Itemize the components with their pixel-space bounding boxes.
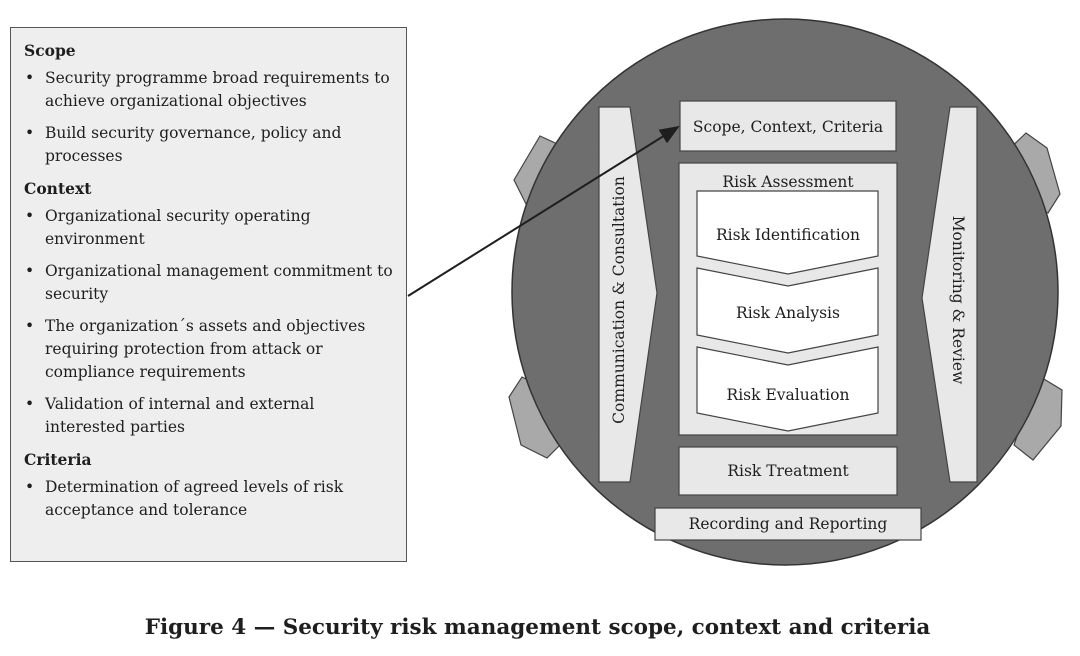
bullet-list: Organizational security operating enviro… (24, 205, 396, 439)
risk-identification-chevron (696, 190, 879, 275)
bullet-list: Security programme broad requirements to… (24, 67, 396, 168)
scope-context-criteria-label: Scope, Context, Criteria (693, 118, 883, 136)
section-heading: Scope (24, 41, 76, 60)
bullet-item: Build security governance, policy and pr… (24, 122, 396, 168)
bullet-item: Security programme broad requirements to… (24, 67, 396, 113)
risk-treatment-box (678, 446, 898, 496)
connector-arrow (407, 125, 680, 297)
risk-treatment-label: Risk Treatment (727, 462, 849, 480)
section-heading: Context (24, 179, 92, 198)
scope-context-criteria-box (679, 100, 897, 152)
risk-assessment-label: Risk Assessment (722, 173, 854, 191)
monitoring-review-band (921, 106, 978, 483)
risk-analysis-chevron (696, 267, 879, 354)
bullet-item: Organizational security operating enviro… (24, 205, 396, 251)
risk-evaluation-label: Risk Evaluation (727, 386, 850, 404)
figure-caption: Figure 4 — Security risk management scop… (144, 615, 931, 640)
bullet-list: Determination of agreed levels of risk a… (24, 476, 396, 522)
risk-management-process-diagram: Communication & Consultation Monitoring … (407, 18, 1063, 566)
bullet-item: Organizational management commitment to … (24, 260, 396, 306)
risk-evaluation-chevron (696, 346, 879, 432)
risk-analysis-label: Risk Analysis (736, 304, 840, 322)
risk-identification-label: Risk Identification (716, 226, 860, 244)
bullet-item: The organization´s assets and objectives… (24, 315, 396, 384)
bullet-item: Validation of internal and external inte… (24, 393, 396, 439)
bullet-item: Determination of agreed levels of risk a… (24, 476, 396, 522)
communication-consultation-label: Communication & Consultation (610, 176, 628, 424)
scope-context-criteria-panel: ScopeSecurity programme broad requiremen… (10, 27, 407, 562)
section-heading: Criteria (24, 450, 92, 469)
recording-reporting-box (654, 507, 922, 541)
communication-consultation-band (598, 106, 658, 483)
recording-reporting-label: Recording and Reporting (689, 515, 888, 533)
monitoring-review-label: Monitoring & Review (949, 216, 967, 385)
